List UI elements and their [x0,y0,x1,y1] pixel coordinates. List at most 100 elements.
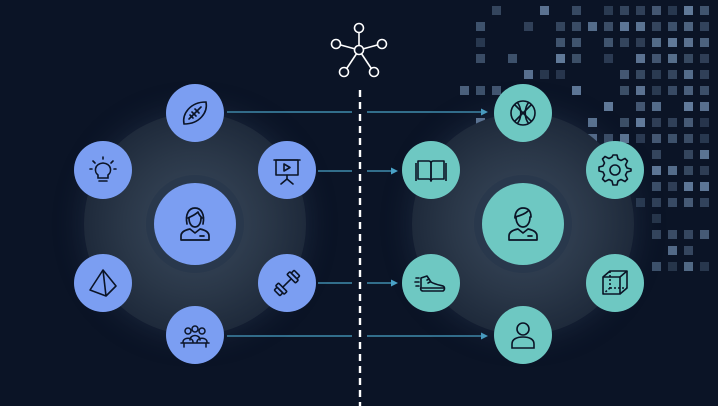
book-icon [415,160,447,182]
pixel-square [556,54,565,63]
left-node-group [166,306,224,364]
pixel-square [668,70,677,79]
pixel-square [476,38,485,47]
left-node-lightbulb [74,141,132,199]
pixel-square [652,214,661,223]
pixel-square [684,262,693,271]
pixel-square [652,230,661,239]
sneaker-icon [414,275,446,292]
pixel-square [604,54,613,63]
pixel-square [652,54,661,63]
left-node-football [166,84,224,142]
pixel-square [652,134,661,143]
pixel-square [668,230,677,239]
pixel-square [652,262,661,271]
arrowhead [481,108,488,116]
pixel-square [524,70,533,79]
pixel-square [668,38,677,47]
pixel-square [636,198,645,207]
pixel-square [684,38,693,47]
pixel-square [572,6,581,15]
pixel-square [668,262,677,271]
pixel-square [700,134,709,143]
group-meeting-icon [180,325,210,348]
pixel-square [700,70,709,79]
pixel-square [620,86,629,95]
pixel-square [556,22,565,31]
pixel-square [652,22,661,31]
presentation-icon [273,159,301,185]
pixel-square [652,150,661,159]
pixel-square [684,150,693,159]
pixel-square [540,6,549,15]
pixel-square [652,86,661,95]
lightbulb-icon [89,156,117,182]
man-user-icon [508,207,538,241]
basketball-icon [510,100,536,126]
pixel-square [492,6,501,15]
right-node-sneaker [402,254,460,312]
pixel-square [636,22,645,31]
pixel-square [700,166,709,175]
pixel-square [684,118,693,127]
pixel-square [700,54,709,63]
woman-user-icon [180,207,210,241]
pixel-square [620,118,629,127]
pixel-square [636,102,645,111]
pixel-square [620,134,629,143]
football-icon [182,101,208,125]
pixel-square [684,22,693,31]
pixel-square [684,70,693,79]
pixel-square [700,6,709,15]
pixel-square [700,102,709,111]
pixel-square [636,86,645,95]
pixel-square [684,182,693,191]
right-node-book [402,141,460,199]
pixel-square [652,70,661,79]
left-node-pyramid [74,254,132,312]
pixel-square [668,118,677,127]
pixel-square [684,54,693,63]
pixel-square [668,6,677,15]
pixel-square [684,166,693,175]
left-center-node [154,183,236,265]
pixel-square [508,54,517,63]
pixel-square [476,86,485,95]
pixel-square [684,198,693,207]
pixel-square [492,86,501,95]
pixel-square [556,38,565,47]
pixel-square [684,246,693,255]
pixel-square [700,150,709,159]
right-node-gear [586,141,644,199]
pixel-square [636,134,645,143]
pixel-square [572,38,581,47]
pixel-square [684,86,693,95]
right-node-cube [586,254,644,312]
pixel-square [604,102,613,111]
pixel-square [684,102,693,111]
dumbbell-icon [273,269,301,297]
pixel-square [668,198,677,207]
pixel-square [700,198,709,207]
pixel-square [572,22,581,31]
pixel-square [652,38,661,47]
arrowhead [391,167,398,175]
left-node-dumbbell [258,254,316,312]
pixel-square [524,22,533,31]
arrowhead [391,279,398,287]
pixel-square [652,6,661,15]
pixel-square [476,22,485,31]
pixel-square [700,86,709,95]
pixel-square [620,38,629,47]
pixel-square [604,22,613,31]
pixel-square [684,134,693,143]
pixel-square [604,6,613,15]
pixel-square [620,6,629,15]
pixel-square [604,134,613,143]
pixel-square [684,230,693,239]
pixel-square [652,102,661,111]
pixel-square [636,54,645,63]
pixel-square [700,230,709,239]
pixel-square [636,118,645,127]
